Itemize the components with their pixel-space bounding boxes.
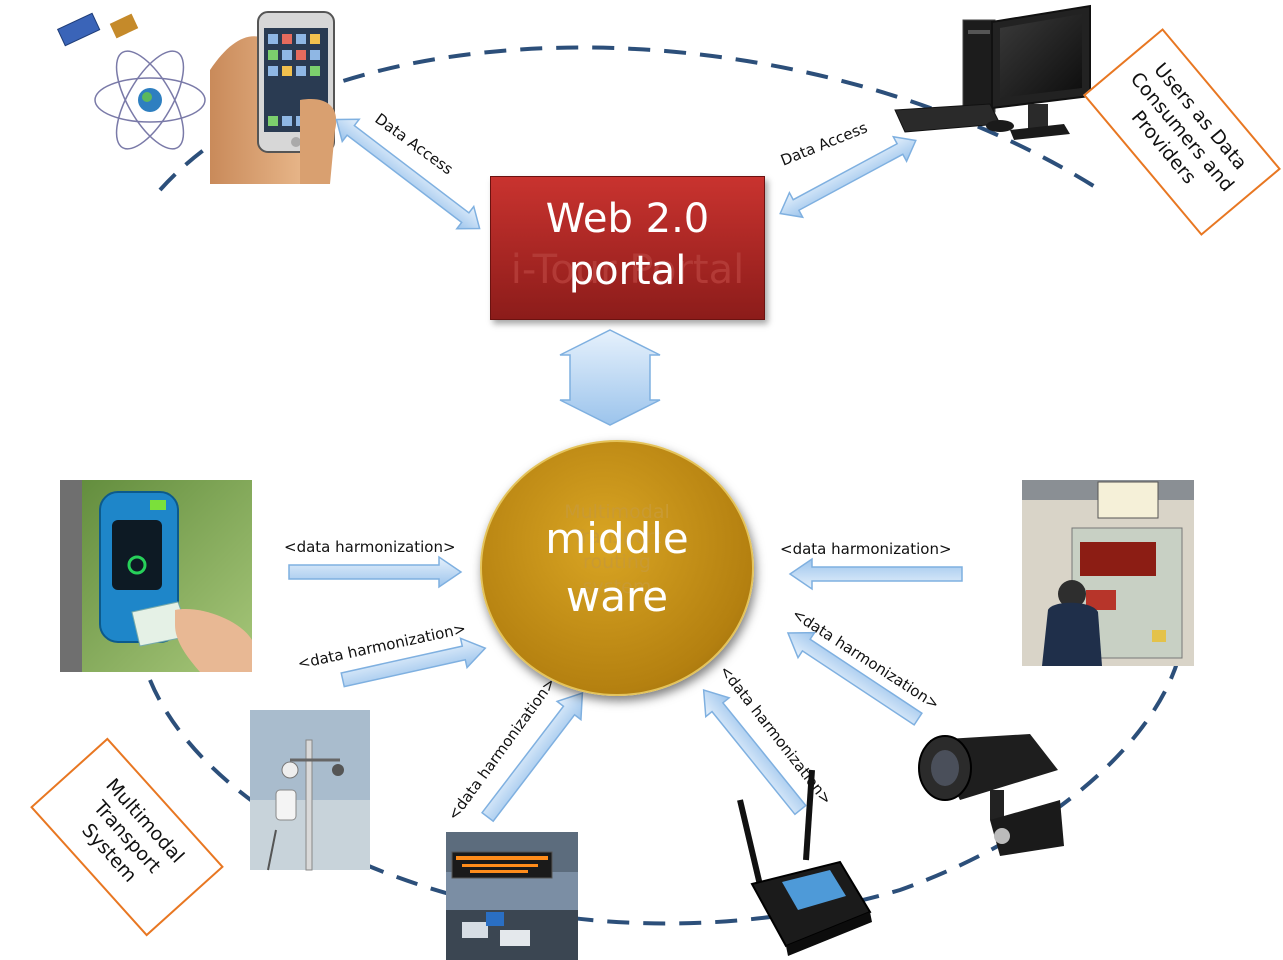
harmonization-label-ticket: <data harmonization> bbox=[284, 538, 456, 556]
motorway-sign-icon bbox=[446, 832, 578, 960]
desktop-computer-icon bbox=[894, 4, 1091, 140]
harmonization-arrow-camera bbox=[786, 631, 923, 726]
data-access-arrow-left bbox=[335, 118, 481, 230]
harmonization-label-kiosk: <data harmonization> bbox=[780, 540, 952, 558]
harmonization-arrow-weather bbox=[340, 637, 487, 688]
middleware-circle: Multimodal Transport routing system midd… bbox=[480, 440, 754, 696]
portal-title: Web 2.0 portal bbox=[491, 193, 764, 297]
web-portal-box: i-Tour Portal Web 2.0 portal bbox=[490, 176, 765, 320]
middleware-title: middle ware bbox=[482, 510, 752, 626]
portal-title-line1: Web 2.0 bbox=[545, 196, 710, 242]
data-access-arrow-right bbox=[779, 135, 917, 219]
harmonization-arrow-sign bbox=[481, 691, 584, 823]
harmonization-arrow-router bbox=[702, 689, 807, 816]
middleware-ghost-line: routing bbox=[583, 551, 651, 573]
weather-station-icon bbox=[250, 710, 370, 871]
portal-middleware-arrow bbox=[559, 329, 661, 426]
ticket-kiosk-icon bbox=[1022, 480, 1194, 666]
middleware-ghost-line: Transport bbox=[572, 526, 662, 548]
smartphone-icon bbox=[210, 11, 340, 184]
harmonization-arrow-kiosk bbox=[788, 557, 963, 591]
satellite-orbit-icon bbox=[56, 12, 206, 150]
security-camera-icon bbox=[918, 734, 1064, 856]
middleware-ghost-line: system bbox=[582, 576, 652, 598]
middleware-title-line1: middle bbox=[545, 514, 689, 563]
middleware-title-line2: ware bbox=[565, 572, 669, 621]
portal-ghost-text: i-Tour Portal bbox=[510, 247, 745, 293]
harmonization-arrow-ticket bbox=[288, 555, 463, 589]
middleware-ghost-text: Multimodal Transport routing system bbox=[482, 500, 752, 600]
ticket-validator-icon bbox=[60, 480, 252, 672]
wireless-router-icon bbox=[737, 769, 872, 956]
middleware-ghost-line: Multimodal bbox=[564, 501, 670, 523]
portal-title-line2: portal bbox=[568, 248, 687, 294]
